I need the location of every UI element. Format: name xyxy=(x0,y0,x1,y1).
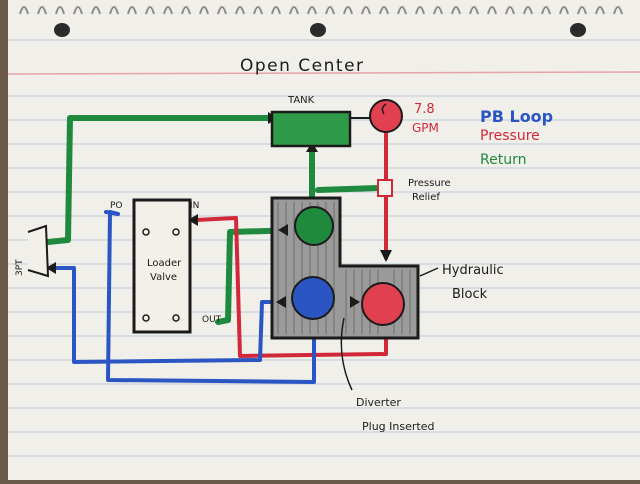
diagram-title: Open Center xyxy=(240,56,365,76)
diverter-label: Diverter xyxy=(356,396,401,409)
return-port xyxy=(294,206,334,246)
arrow-block-return xyxy=(278,224,288,236)
tank xyxy=(270,110,352,148)
loader-bolt xyxy=(142,314,150,322)
pb-loop-lines xyxy=(48,210,316,384)
loader-valve-label: Valve xyxy=(150,272,177,283)
arrow-pressure-loader xyxy=(188,214,198,226)
diverter-label: Plug Inserted xyxy=(362,420,434,433)
pressure-relief-valve xyxy=(377,179,393,197)
legend-pb-loop: PB Loop xyxy=(480,107,553,126)
arrow-between-ports xyxy=(350,296,360,308)
pump-3pt xyxy=(27,224,50,278)
hydraulic-block-label: Block xyxy=(452,287,488,302)
pressure-port xyxy=(361,282,405,326)
pressure-relief-label: Relief xyxy=(412,192,440,203)
pb-loop-port xyxy=(291,276,335,320)
hydraulic-block-pointer xyxy=(419,267,439,277)
pump-label: 3PT xyxy=(15,259,25,276)
arrow-pressure-block xyxy=(380,250,392,262)
gauge-needle xyxy=(381,103,387,115)
binder-hole xyxy=(570,23,586,37)
flow-unit: GPM xyxy=(412,121,439,135)
legend-return: Return xyxy=(480,152,526,168)
legend-pressure: Pressure xyxy=(480,128,540,144)
flow-gauge xyxy=(369,99,403,133)
hydraulic-block-label: Hydraulic xyxy=(442,263,504,278)
port-in-label: IN xyxy=(190,201,199,211)
diverter-pointer xyxy=(340,317,353,391)
loader-valve xyxy=(132,198,192,334)
binder-hole xyxy=(54,23,70,37)
arrow-into-block xyxy=(276,296,286,308)
loader-valve-label: Loader xyxy=(147,258,182,269)
binder-hole xyxy=(310,23,326,37)
loader-bolt xyxy=(172,314,180,322)
loader-bolt xyxy=(172,228,180,236)
flow-value: 7.8 xyxy=(414,102,435,117)
pressure-relief-label: Pressure xyxy=(408,178,451,189)
tank-label: TANK xyxy=(287,95,315,106)
margin-line xyxy=(7,71,640,75)
loader-bolt xyxy=(142,228,150,236)
port-out-label: OUT xyxy=(202,315,222,325)
spiral-binding xyxy=(19,6,623,15)
port-po-label: PO xyxy=(110,201,123,211)
arrow-pb-to-pump xyxy=(46,262,56,274)
